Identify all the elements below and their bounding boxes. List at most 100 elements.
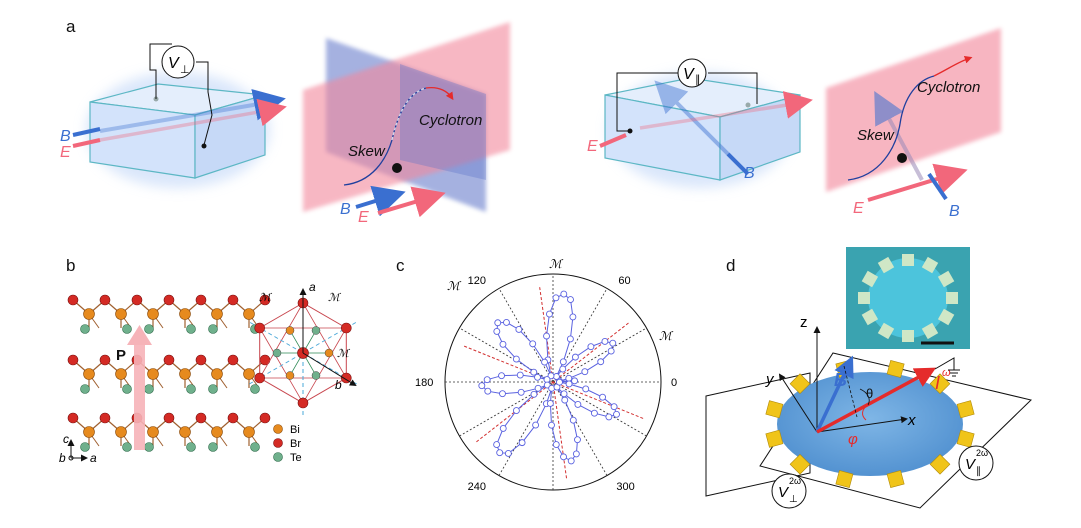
angle-tick-label: 240: [468, 481, 486, 493]
current-vector: [816, 367, 937, 434]
panel-c-label: c: [396, 256, 405, 275]
polar-point: [556, 378, 563, 386]
micrograph-pad: [877, 256, 895, 274]
micrograph-pad: [937, 308, 955, 326]
te-atom: [186, 442, 196, 452]
polar-point: [613, 410, 620, 418]
y-label: y: [765, 371, 775, 388]
y-axis: [778, 373, 818, 433]
te-atom: [80, 442, 90, 452]
v-par-meter: [958, 445, 994, 481]
polar-point: [484, 387, 492, 395]
br-atom: [163, 412, 175, 424]
te-atom: [80, 384, 90, 394]
a-left-E: E: [60, 144, 71, 161]
bi-atom: [147, 368, 159, 380]
mirror-label: ℳ: [659, 329, 674, 343]
polar-point: [543, 332, 550, 340]
angle-tick-label: 120: [468, 275, 486, 287]
I-label: I: [935, 373, 940, 393]
br-atom: [195, 294, 207, 306]
br-atom: [99, 354, 111, 366]
polar-point: [566, 335, 574, 343]
te-atom: [186, 384, 196, 394]
polar-point: [561, 396, 569, 404]
bi-atom: [285, 371, 295, 380]
micrograph-pad: [921, 322, 939, 340]
te-atom: [144, 442, 154, 452]
polar-point: [516, 371, 524, 379]
te-atom: [311, 371, 321, 380]
legend-te: Te: [290, 452, 302, 464]
polar-point: [582, 385, 590, 393]
polar-point: [559, 358, 567, 366]
v-par-label: V: [965, 456, 977, 473]
z-label: z: [800, 314, 808, 331]
a-left-cyclotron: Cyclotron: [419, 112, 482, 129]
I-superscript: ω: [942, 367, 951, 379]
te-atom: [208, 384, 218, 394]
angle-tick-label: 300: [616, 481, 634, 493]
panel-d-label: d: [726, 256, 735, 275]
panel-b-layers: [67, 294, 271, 452]
micrograph-disk: [868, 258, 948, 338]
br-atom: [227, 354, 239, 366]
panel-d-device: z y x B θ φ I ω V ⊥ 2ω V ∥ 2ω: [705, 247, 1033, 509]
B-vector: [815, 355, 854, 433]
electrode-pad: [956, 429, 975, 448]
phi-arc: [862, 404, 869, 421]
v-perp-plane: [705, 372, 811, 497]
polar-point: [574, 436, 581, 444]
polar-point: [565, 374, 573, 382]
polar-point: [572, 450, 580, 458]
bi-atom: [83, 368, 95, 380]
te-atom: [250, 442, 260, 452]
polar-point: [548, 421, 555, 429]
polar-point: [517, 388, 525, 396]
x-label: x: [907, 412, 916, 429]
axis-b-label: b: [59, 451, 66, 465]
ground-wire: [934, 357, 955, 370]
polar-point: [496, 449, 504, 457]
a-right-B2: B: [949, 203, 960, 220]
electrode-pad: [886, 470, 905, 488]
polar-point: [607, 347, 615, 355]
a-left-voltage-sub: ⊥: [180, 64, 190, 76]
bi-atom: [324, 348, 334, 358]
polar-point: [493, 327, 501, 335]
panel-b-legend: Bi Br Te: [273, 424, 302, 464]
polar-point: [503, 318, 510, 326]
micrograph-pad: [861, 270, 879, 288]
polar-point: [610, 403, 618, 411]
bi-atom: [211, 368, 223, 380]
B-projection: [843, 365, 858, 418]
hex-axis-a: a: [309, 280, 316, 294]
polar-point: [560, 290, 568, 298]
panel-a-slab-perp: V ⊥ B E: [60, 43, 287, 188]
br-atom: [67, 412, 79, 424]
br-atom: [195, 412, 207, 424]
polar-point: [590, 409, 598, 417]
B-label: B: [834, 370, 847, 390]
polar-point: [529, 340, 537, 348]
polar-point: [499, 390, 506, 398]
v-perp-sub: ⊥: [789, 494, 798, 505]
polar-point: [534, 373, 541, 381]
br-atom: [99, 294, 111, 306]
electrode-pad: [886, 360, 905, 378]
bi-atom: [83, 308, 95, 320]
a-right-voltage-sub: ∥: [695, 74, 701, 86]
br-atom: [195, 354, 207, 366]
bi-atom: [179, 426, 191, 438]
panel-b-label: b: [66, 256, 75, 275]
a-right-E2: E: [853, 200, 864, 217]
axis-a-label: a: [90, 451, 97, 465]
bi-atom: [211, 308, 223, 320]
polarization-label: P: [116, 347, 126, 364]
electrode-pad: [789, 373, 811, 395]
polar-point: [605, 413, 613, 421]
te-atom: [122, 442, 132, 452]
br-atom: [227, 294, 239, 306]
